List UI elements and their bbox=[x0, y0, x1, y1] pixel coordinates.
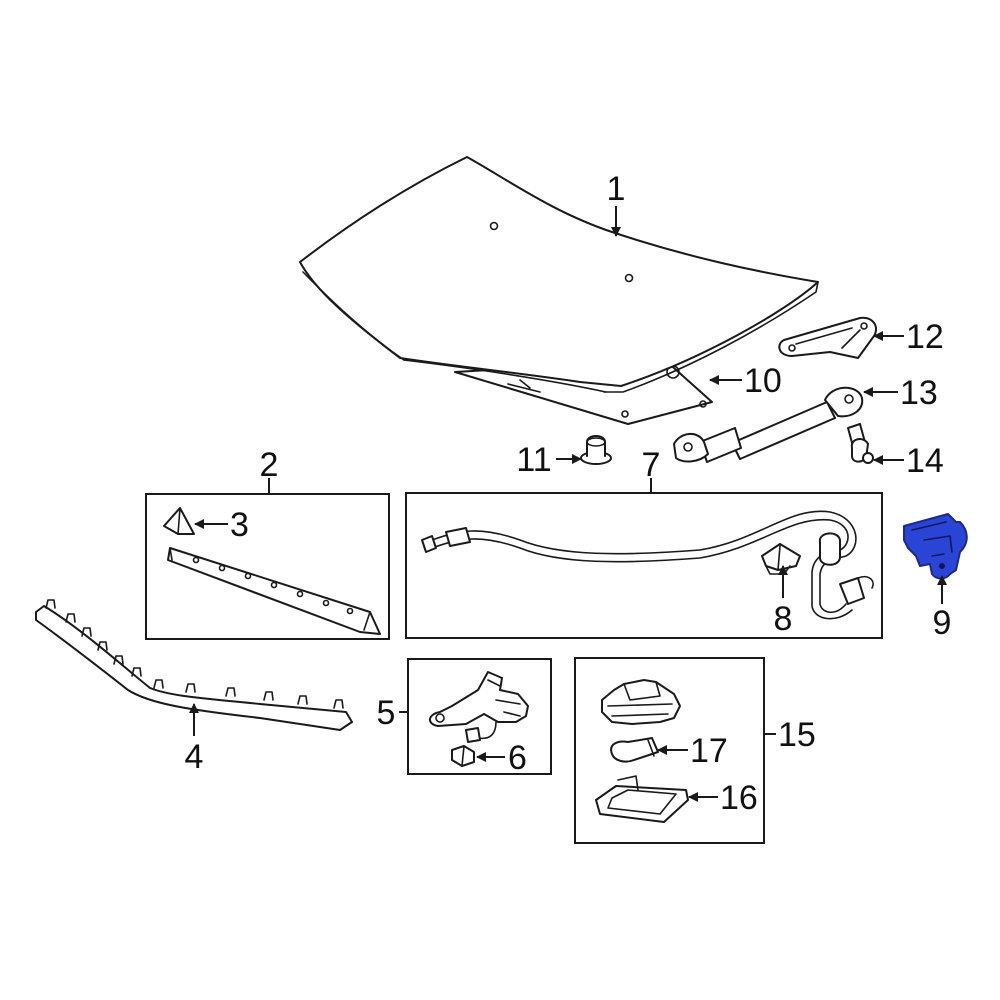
seal-retainer bbox=[167, 547, 381, 635]
group-box-5 bbox=[407, 658, 552, 775]
callout-3: 3 bbox=[230, 506, 249, 544]
callout-1: 1 bbox=[607, 170, 626, 208]
seal-end-cap bbox=[163, 507, 195, 535]
callout-6: 6 bbox=[508, 739, 527, 777]
callout-12: 12 bbox=[906, 318, 944, 356]
group-box-2 bbox=[145, 493, 390, 640]
group-box-7 bbox=[405, 492, 883, 639]
callout-14: 14 bbox=[906, 442, 944, 480]
callout-5: 5 bbox=[377, 694, 396, 732]
callout-8: 8 bbox=[774, 600, 793, 638]
callout-labels: 1 2 3 4 5 6 7 8 9 10 11 12 13 14 15 16 1… bbox=[185, 170, 952, 817]
lamp-lens bbox=[595, 775, 689, 823]
hood-support-strut bbox=[673, 386, 864, 463]
lamp-bulb bbox=[610, 737, 659, 763]
callout-16: 16 bbox=[720, 779, 758, 817]
leader-lines bbox=[189, 206, 947, 802]
callout-10: 10 bbox=[744, 362, 782, 400]
callout-9: 9 bbox=[933, 604, 952, 642]
hood-bumper bbox=[847, 423, 874, 464]
callout-2: 2 bbox=[260, 446, 279, 484]
hood-panel bbox=[299, 156, 819, 393]
group-box-15 bbox=[574, 657, 765, 844]
callout-4: 4 bbox=[185, 738, 204, 776]
callout-15: 15 bbox=[778, 716, 816, 754]
lamp-housing bbox=[601, 679, 681, 725]
hood-latch bbox=[429, 671, 529, 743]
callout-11: 11 bbox=[516, 441, 551, 479]
cable-clip bbox=[761, 543, 801, 575]
latch-connector bbox=[451, 745, 475, 767]
hood-stop-bumper bbox=[580, 435, 612, 465]
hood-hinge bbox=[778, 316, 878, 359]
callout-13: 13 bbox=[900, 374, 938, 412]
highlighted-bracket-part-9 bbox=[903, 513, 968, 580]
callout-7: 7 bbox=[642, 446, 661, 484]
release-cable bbox=[421, 510, 874, 620]
callout-17: 17 bbox=[690, 732, 728, 770]
